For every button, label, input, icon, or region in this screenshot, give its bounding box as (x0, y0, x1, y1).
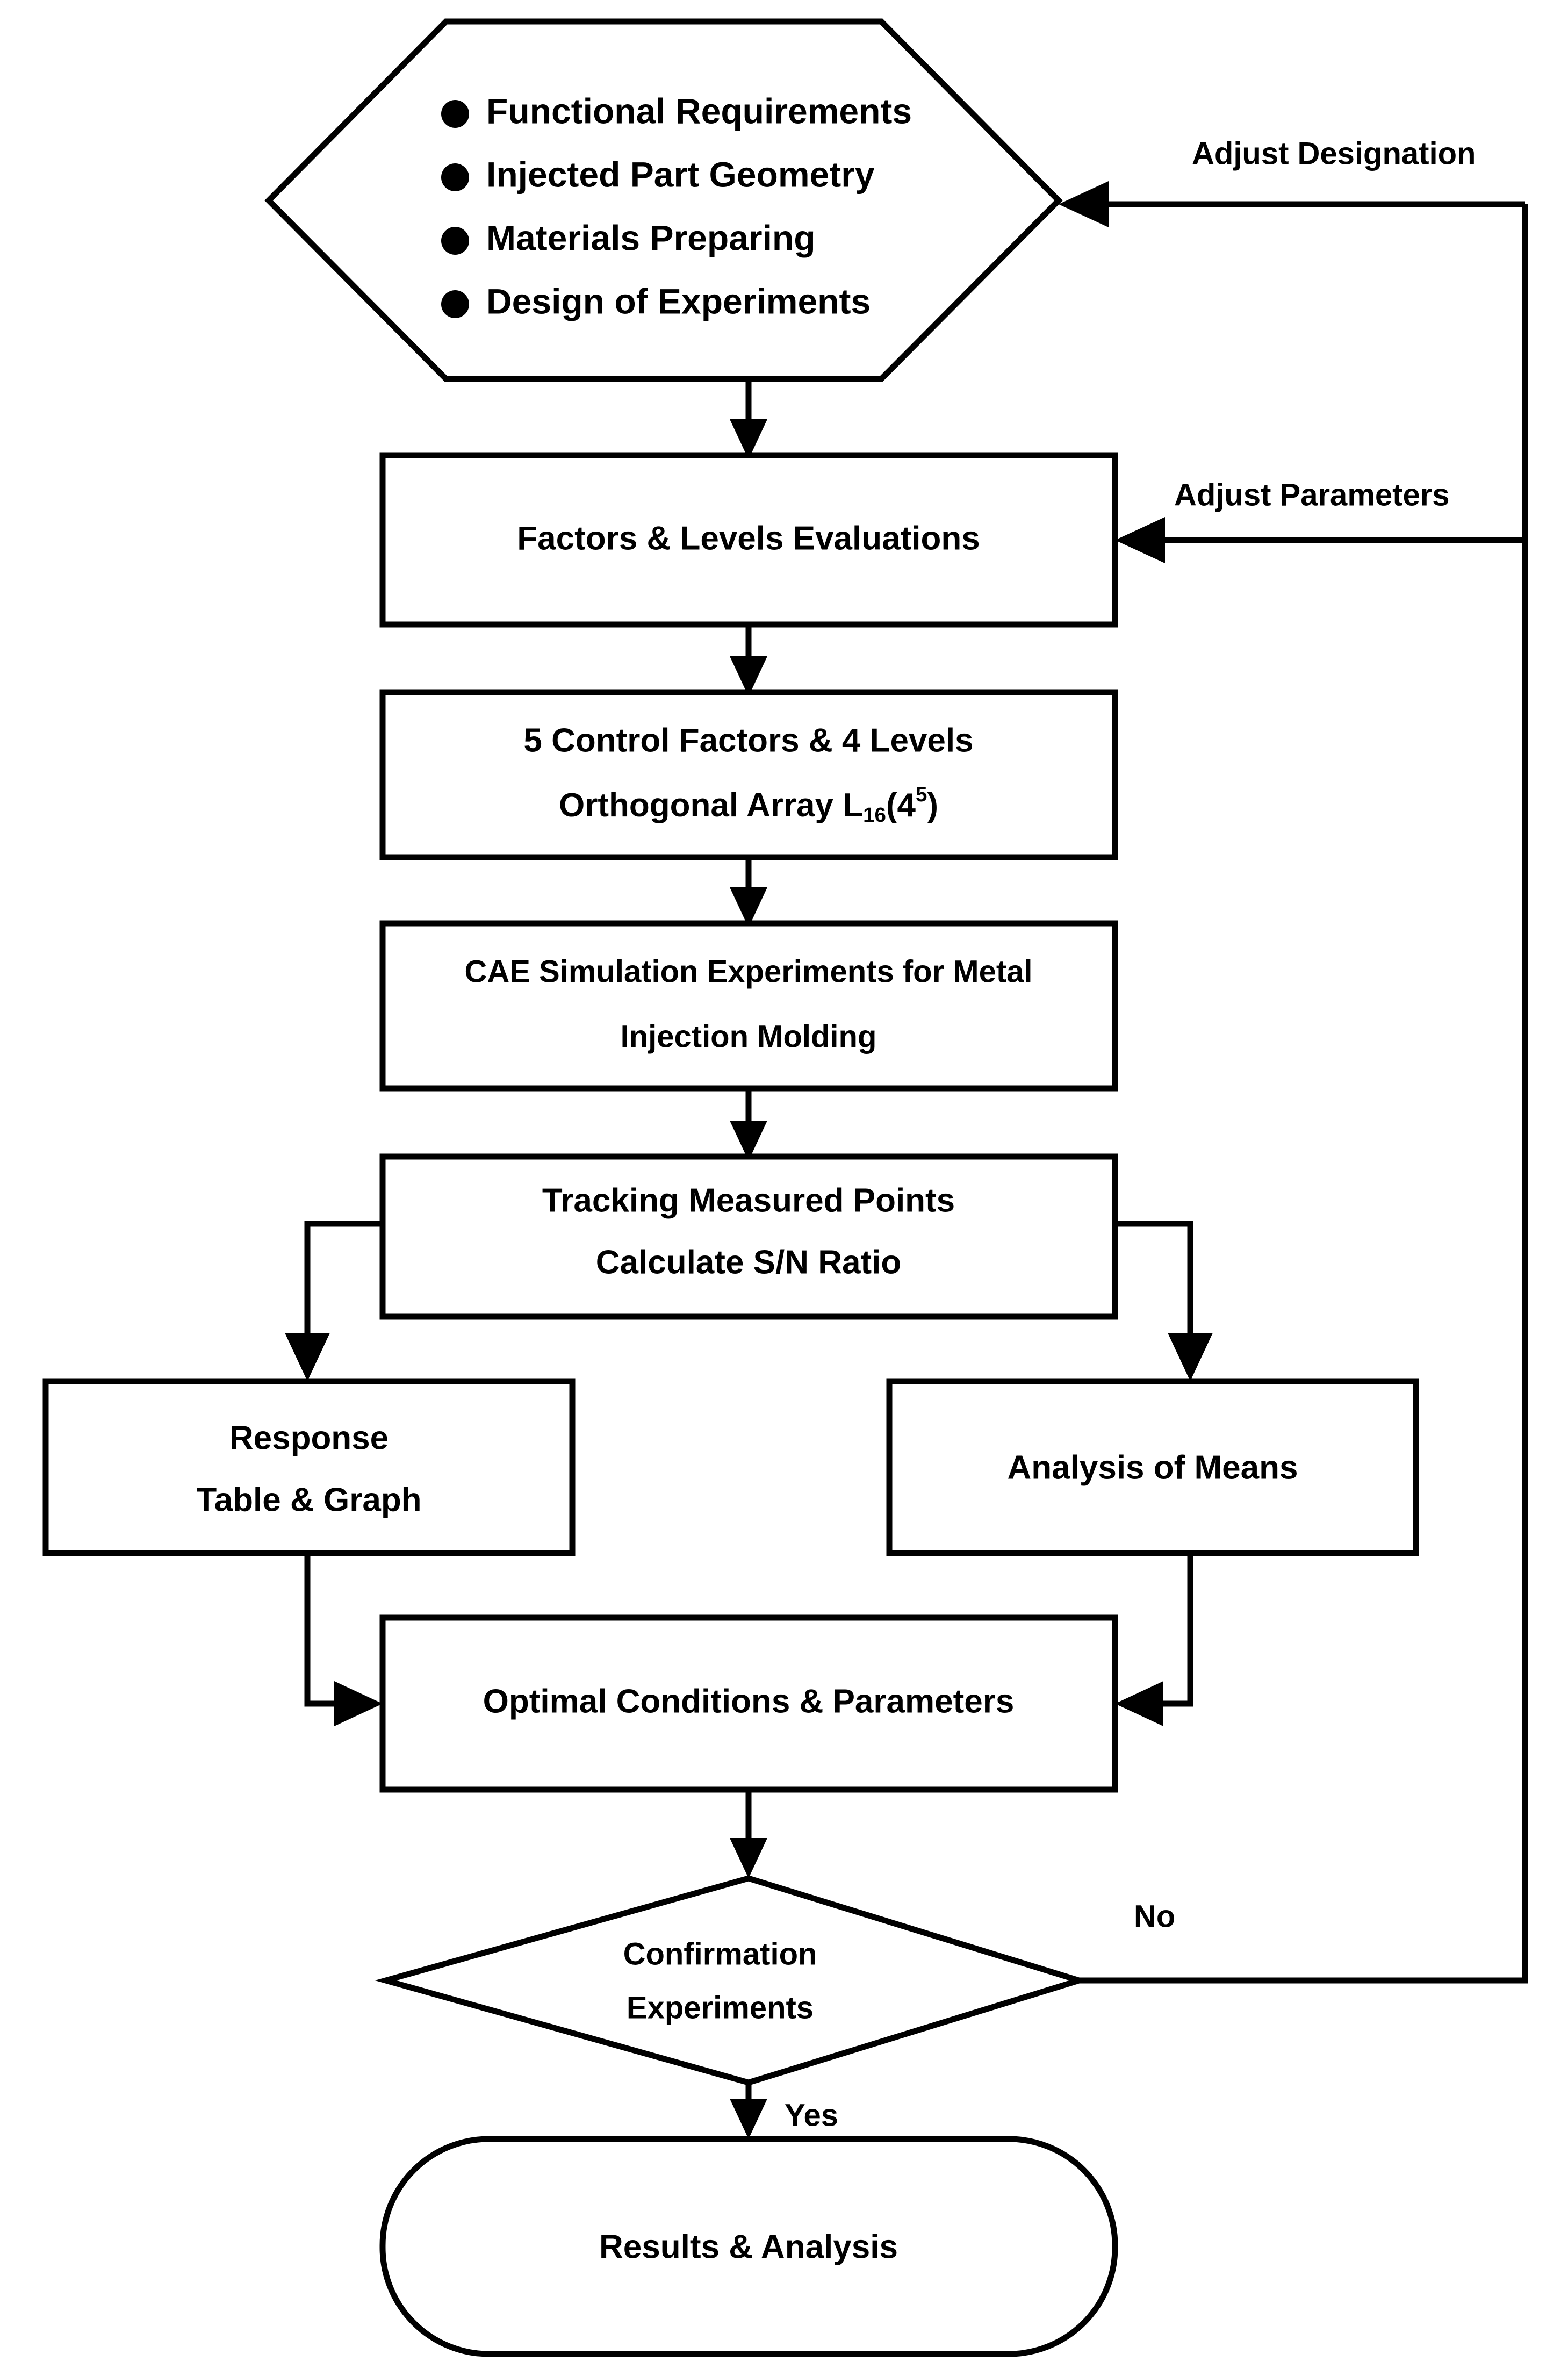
edge-tracking-to-means (1115, 1221, 1213, 1381)
bullet-dot-icon (441, 227, 469, 255)
node-orthogonal-label-line2: Orthogonal Array L16(45) (559, 783, 938, 827)
node-results-terminator[interactable] (379, 2136, 1118, 2357)
node-response-label-line1: Response (229, 1419, 389, 1456)
edge-means-to-optimal (1115, 1553, 1193, 1726)
node-confirmation-diamond[interactable] (375, 1875, 1089, 2086)
edge-tracking-to-response (285, 1221, 383, 1381)
node-factors-box[interactable] (379, 452, 1118, 628)
edge-inputs-to-factors (730, 379, 767, 460)
inputs-bullet-2: Materials Preparing (486, 218, 816, 257)
edge-label-adjust-designation: Adjust Designation (1192, 136, 1476, 171)
node-means-label: Analysis of Means (1008, 1449, 1298, 1486)
bullet-dot-icon (441, 100, 469, 128)
edge-feedback-to-inputs (1059, 181, 1525, 227)
edge-cae-to-tracking (730, 1088, 767, 1161)
edge-optimal-to-confirmation (730, 1790, 767, 1878)
node-means-box[interactable] (886, 1378, 1419, 1556)
edge-feedback-to-factors (1115, 517, 1525, 563)
node-cae-label-line1: CAE Simulation Experiments for Metal (464, 954, 1032, 989)
node-optimal-box[interactable] (379, 1614, 1118, 1793)
edge-confirmation-no-feedback (1079, 204, 1528, 1984)
orthogonal-array-subscript: 16 (863, 803, 886, 827)
edge-response-to-optimal (304, 1553, 383, 1726)
inputs-bullet-list: Functional Requirements Injected Part Ge… (441, 91, 912, 321)
orthogonal-array-suffix: ) (927, 787, 938, 824)
edge-confirmation-yes-to-results (730, 2083, 767, 2139)
node-optimal-label: Optimal Conditions & Parameters (483, 1683, 1015, 1720)
bullet-dot-icon (441, 163, 469, 191)
inputs-bullet-1: Injected Part Geometry (486, 154, 875, 194)
node-confirmation-label-line2: Experiments (627, 1990, 814, 2025)
node-factors-label: Factors & Levels Evaluations (517, 520, 980, 557)
edge-label-yes: Yes (785, 2098, 838, 2133)
node-response-label-line2: Table & Graph (196, 1481, 421, 1518)
node-tracking-label-line2: Calculate S/N Ratio (596, 1244, 901, 1281)
edge-factors-to-orthogonal (730, 624, 767, 697)
node-results-label: Results & Analysis (599, 2228, 898, 2265)
edge-orthogonal-to-cae (730, 857, 767, 928)
node-response-box[interactable] (42, 1378, 576, 1556)
node-orthogonal-label-line1: 5 Control Factors & 4 Levels (523, 722, 973, 759)
node-orthogonal-box[interactable] (379, 689, 1118, 860)
orthogonal-array-superscript: 5 (916, 783, 927, 806)
bullet-dot-icon (441, 290, 469, 318)
orthogonal-array-prefix: Orthogonal Array L (559, 787, 863, 824)
edge-label-adjust-parameters: Adjust Parameters (1174, 477, 1450, 512)
inputs-bullet-0: Functional Requirements (486, 91, 912, 131)
node-confirmation-label-line1: Confirmation (623, 1936, 817, 1971)
node-cae-label-line2: Injection Molding (621, 1019, 877, 1054)
node-tracking-label-line1: Tracking Measured Points (542, 1182, 955, 1219)
node-inputs-hexagon[interactable] (264, 18, 1063, 382)
orthogonal-array-mid: (4 (886, 787, 916, 824)
edge-label-no: No (1134, 1899, 1175, 1934)
node-cae-box[interactable] (379, 920, 1118, 1092)
inputs-bullet-3: Design of Experiments (486, 281, 871, 321)
node-tracking-box[interactable] (379, 1153, 1118, 1320)
